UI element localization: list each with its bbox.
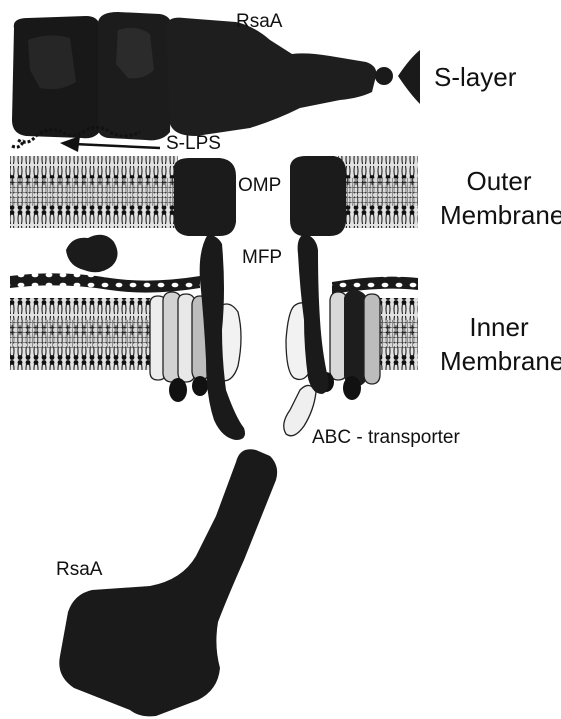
s-layer-lattice — [12, 12, 420, 140]
rsaa-top-label: RsaA — [236, 12, 282, 31]
outer-membrane-label-line2: Membrane — [440, 202, 558, 228]
inner-membrane-label-line2: Membrane — [440, 348, 558, 374]
rsaa-bottom-label: RsaA — [56, 560, 102, 579]
outer-membrane-label-line1: Outer — [440, 168, 558, 194]
abc-complex-left — [150, 292, 241, 402]
s-lps-label: S-LPS — [166, 134, 221, 153]
inner-membrane-left — [10, 298, 156, 370]
mfp-label: MFP — [242, 248, 282, 267]
s-layer-label: S-layer — [434, 64, 516, 90]
abc-complex-right — [284, 290, 380, 436]
outer-membrane-left — [10, 156, 178, 228]
inner-membrane-label-line1: Inner — [440, 314, 558, 340]
omp-protein-right — [290, 156, 346, 236]
omp-protein-left — [174, 158, 236, 236]
periplasm-particle — [66, 235, 118, 272]
abc-transporter-label: ABC - transporter — [312, 428, 460, 447]
omp-label: OMP — [238, 176, 281, 195]
inner-membrane-right — [376, 298, 418, 370]
outer-membrane-right — [338, 156, 418, 228]
rsaa-secreted — [59, 449, 277, 716]
